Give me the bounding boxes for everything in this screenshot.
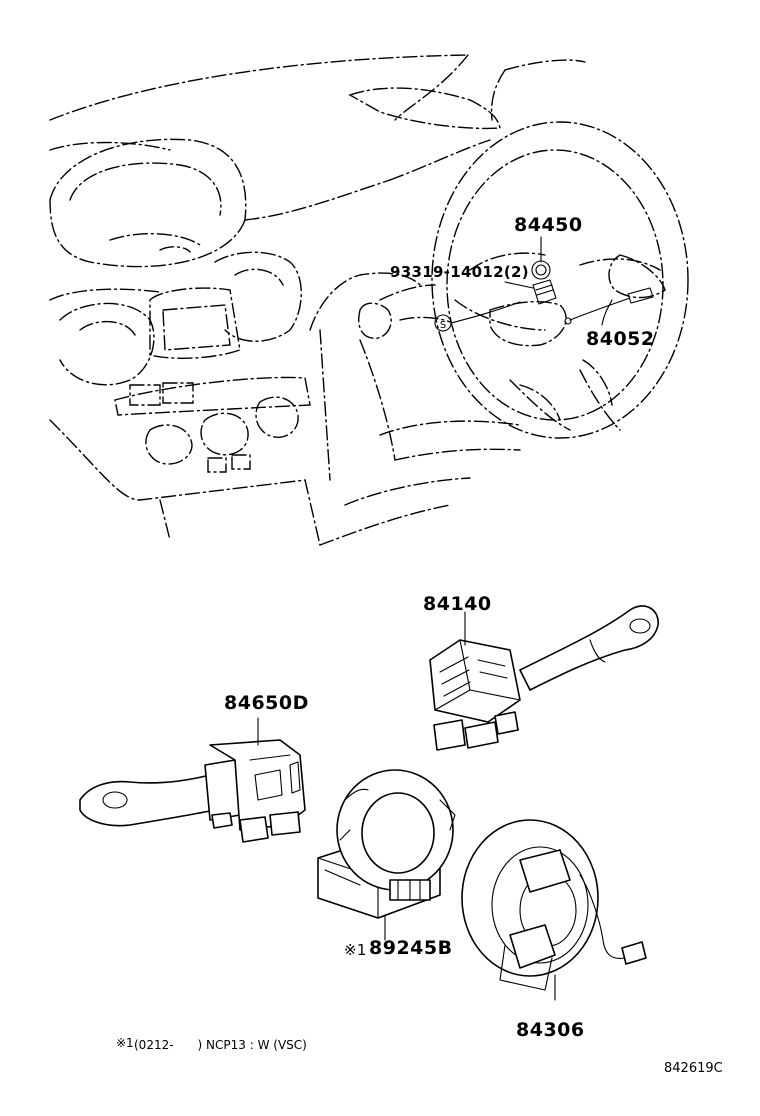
part-label-84052: 84052	[586, 328, 655, 350]
part-label-84650d: 84650D	[224, 692, 309, 714]
steering-sensor-drawing	[317, 769, 456, 941]
screw-symbol-icon: S	[440, 320, 446, 331]
part-label-89245b: 89245B	[369, 937, 453, 959]
part-label-84140: 84140	[423, 593, 492, 615]
horn-button-detail	[434, 260, 557, 332]
spiral-cable-drawing	[461, 819, 647, 1001]
headlamp-switch-drawing	[79, 717, 306, 843]
wiper-switch-drawing	[429, 605, 659, 751]
part-label-84450: 84450	[514, 214, 583, 236]
leader-lines-top	[504, 236, 613, 326]
footnote-text: (0212- ) NCP13 : W (VSC)	[134, 1038, 307, 1052]
part-label-93319-14012: 93319-14012(2)	[390, 263, 529, 281]
steering-wheel-outline	[399, 121, 689, 439]
horn-wire-detail	[564, 287, 654, 325]
part-label-84306: 84306	[516, 1019, 585, 1041]
part-label-89245b-mark: ※1	[344, 941, 367, 959]
diagram-code: 842619C	[664, 1061, 723, 1076]
footnote-mark: ※1	[116, 1036, 134, 1050]
instrument-panel-outline	[49, 54, 586, 546]
column-stalks-outline	[358, 284, 436, 339]
